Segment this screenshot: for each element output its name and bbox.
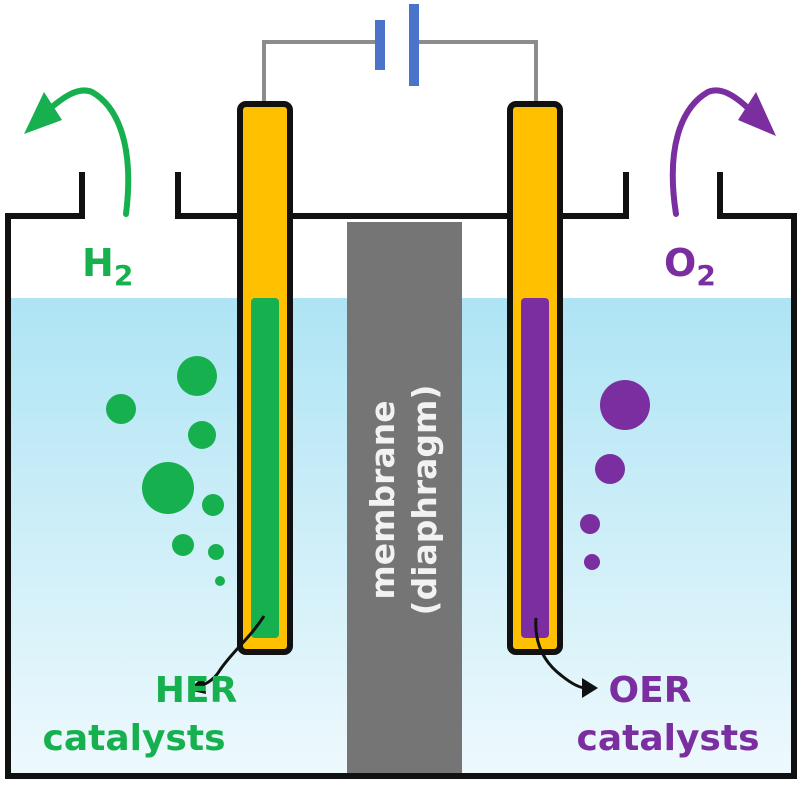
- oer-catalysts-label: catalysts: [576, 718, 759, 759]
- curved-arrow-icon: [669, 87, 776, 217]
- her-pointer-arrow: [188, 615, 266, 694]
- tank-outline: [5, 172, 797, 779]
- tank-lid: [175, 172, 629, 219]
- anode-electrode: [507, 101, 563, 655]
- membrane: [347, 222, 462, 776]
- wire-left: [262, 40, 378, 104]
- cathode-electrode: [237, 101, 293, 655]
- wire-right: [416, 40, 538, 104]
- oer-catalyst-layer: [521, 298, 549, 638]
- her-catalysts-label: catalysts: [42, 718, 225, 759]
- oer-label: OER: [609, 670, 692, 711]
- her-label: HER: [155, 670, 237, 711]
- oer-pointer-arrow: [534, 617, 598, 698]
- h2-label: H2: [82, 241, 133, 292]
- o2-label: O2: [664, 241, 716, 292]
- her-catalyst-layer: [251, 298, 279, 638]
- membrane-label: membrane: [363, 400, 402, 599]
- battery-icon: [375, 4, 419, 86]
- membrane-sublabel: (diaphragm): [405, 384, 444, 615]
- curved-arrow-icon: [24, 87, 132, 217]
- hydrogen-bubbles: [106, 356, 225, 586]
- oxygen-bubbles: [580, 380, 650, 570]
